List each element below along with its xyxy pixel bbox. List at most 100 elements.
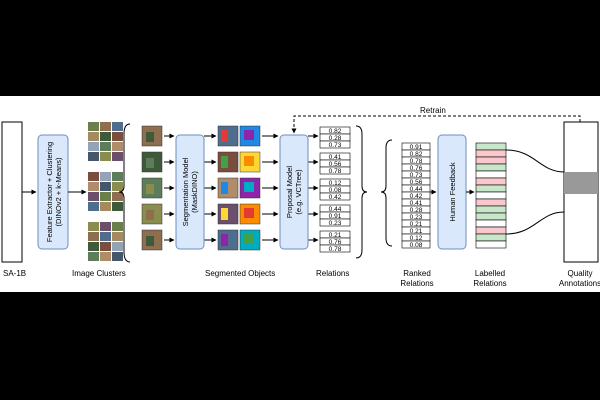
- ranked-brace: [380, 139, 393, 247]
- cluster-thumbnail: [112, 132, 123, 141]
- labelled-cell: [475, 205, 507, 214]
- cluster-thumbnail: [100, 152, 111, 161]
- labelled-label-2: Relations: [473, 279, 506, 288]
- relation-cell: [319, 244, 351, 253]
- labelled-cell: [475, 149, 507, 158]
- relation-score: 0.78: [329, 246, 342, 253]
- relation-score: 0.42: [329, 194, 342, 201]
- cluster-thumbnail: [88, 132, 99, 141]
- segmentation-model-line2: (MaskDINO): [190, 171, 199, 213]
- cluster-thumbnail: [100, 132, 111, 141]
- relation-table: 0.440.910.23: [319, 204, 351, 227]
- cluster-thumbnail: [100, 252, 111, 261]
- photo-detail: [146, 236, 154, 246]
- relation-cell: [319, 166, 351, 175]
- labelled-cell: [475, 170, 507, 179]
- ranked-score: 0.28: [410, 207, 423, 214]
- ranked-cell: [401, 240, 431, 249]
- cluster-thumbnail: [112, 222, 123, 231]
- relation-score: 0.21: [329, 232, 342, 239]
- cluster-thumbnail: [88, 142, 99, 151]
- relation-score: 0.23: [329, 220, 342, 227]
- ranked-label-1: Ranked: [403, 269, 431, 278]
- labelled-cell: [475, 177, 507, 186]
- segmentation-model-box: [175, 134, 205, 250]
- cluster-thumbnail: [100, 122, 111, 131]
- segment-mask: [221, 234, 228, 246]
- cluster-thumbnail: [88, 192, 99, 201]
- ranked-label-2: Relations: [400, 279, 433, 288]
- feature-extractor-line1: Feature Extractor + Clustering: [45, 142, 54, 242]
- relation-score-tables: 0.820.280.730.410.560.780.120.080.420.44…: [319, 126, 351, 253]
- object-row: [141, 125, 319, 147]
- object-row: [141, 151, 319, 173]
- funnel-top-curve: [505, 149, 565, 173]
- ranked-score: 0.42: [410, 193, 423, 200]
- relation-score: 0.28: [329, 135, 342, 142]
- cluster-thumbnail: [88, 232, 99, 241]
- ranked-score: 0.12: [410, 235, 423, 242]
- image-clusters-label: Image Clusters: [72, 269, 126, 278]
- quality-label-2: Annotations: [559, 279, 600, 288]
- labelled-cell: [475, 212, 507, 221]
- photo-detail: [146, 132, 154, 142]
- labelled-cell: [475, 142, 507, 151]
- cluster-thumbnail: [88, 182, 99, 191]
- ranked-score: 0.44: [410, 186, 423, 193]
- labelled-cell: [475, 198, 507, 207]
- relation-score: 0.08: [329, 187, 342, 194]
- labelled-cell: [475, 240, 507, 249]
- cluster-thumbnail: [100, 182, 111, 191]
- labelled-cell: [475, 191, 507, 200]
- cluster-thumbnail: [100, 142, 111, 151]
- cluster-thumbnail: [112, 192, 123, 201]
- object-rows: [141, 125, 319, 251]
- proposal-model-box: [279, 134, 309, 250]
- cluster-thumbnail: [112, 142, 123, 151]
- sa1b-label: SA-1B: [3, 269, 26, 278]
- quality-annotations-highlight: [564, 172, 598, 194]
- ranked-score: 0.21: [410, 228, 423, 235]
- cluster-thumbnail: [100, 192, 111, 201]
- cluster-thumbnail: [100, 222, 111, 231]
- ranked-score: 0.41: [410, 200, 423, 207]
- labelled-cell: [475, 226, 507, 235]
- relation-table: 0.210.760.78: [319, 230, 351, 253]
- cluster-thumbnail: [100, 232, 111, 241]
- object-row: [141, 177, 319, 199]
- relation-score: 0.82: [329, 128, 342, 135]
- cluster-thumbnail: [112, 202, 123, 211]
- image-cluster: [88, 222, 123, 261]
- relation-cell: [319, 218, 351, 227]
- photo-detail: [146, 184, 154, 194]
- retrain-label: Retrain: [420, 106, 446, 115]
- cluster-thumbnail: [100, 242, 111, 251]
- relation-cell: [319, 140, 351, 149]
- relation-score: 0.91: [329, 213, 342, 220]
- segment-mask: [244, 182, 254, 192]
- cluster-thumbnail: [88, 242, 99, 251]
- labelled-cell: [475, 219, 507, 228]
- ranked-relations-table: 0.910.820.780.760.730.560.440.420.410.28…: [401, 142, 431, 249]
- relation-score: 0.76: [329, 239, 342, 246]
- image-cluster: [88, 122, 123, 161]
- relation-table: 0.120.080.42: [319, 178, 351, 201]
- segmented-objects-label: Segmented Objects: [205, 269, 275, 278]
- relation-score: 0.44: [329, 206, 342, 213]
- retrain-loop-arrow: [291, 115, 581, 134]
- object-row: [141, 229, 319, 251]
- segment-mask: [221, 156, 228, 168]
- cluster-thumbnail: [112, 232, 123, 241]
- labelled-cell: [475, 233, 507, 242]
- proposal-model-line1: Proposal Model: [285, 166, 294, 218]
- cluster-thumbnail: [112, 172, 123, 181]
- relation-score: 0.12: [329, 180, 342, 187]
- quality-label-1: Quality: [568, 269, 593, 278]
- photo-detail: [146, 158, 154, 168]
- relations-label: Relations: [316, 269, 349, 278]
- cluster-thumbnail: [112, 252, 123, 261]
- relation-cell: [319, 192, 351, 201]
- ranked-score: 0.82: [410, 151, 423, 158]
- proposal-model-line2: (e.g. VCTree): [294, 169, 303, 215]
- cluster-thumbnail: [100, 202, 111, 211]
